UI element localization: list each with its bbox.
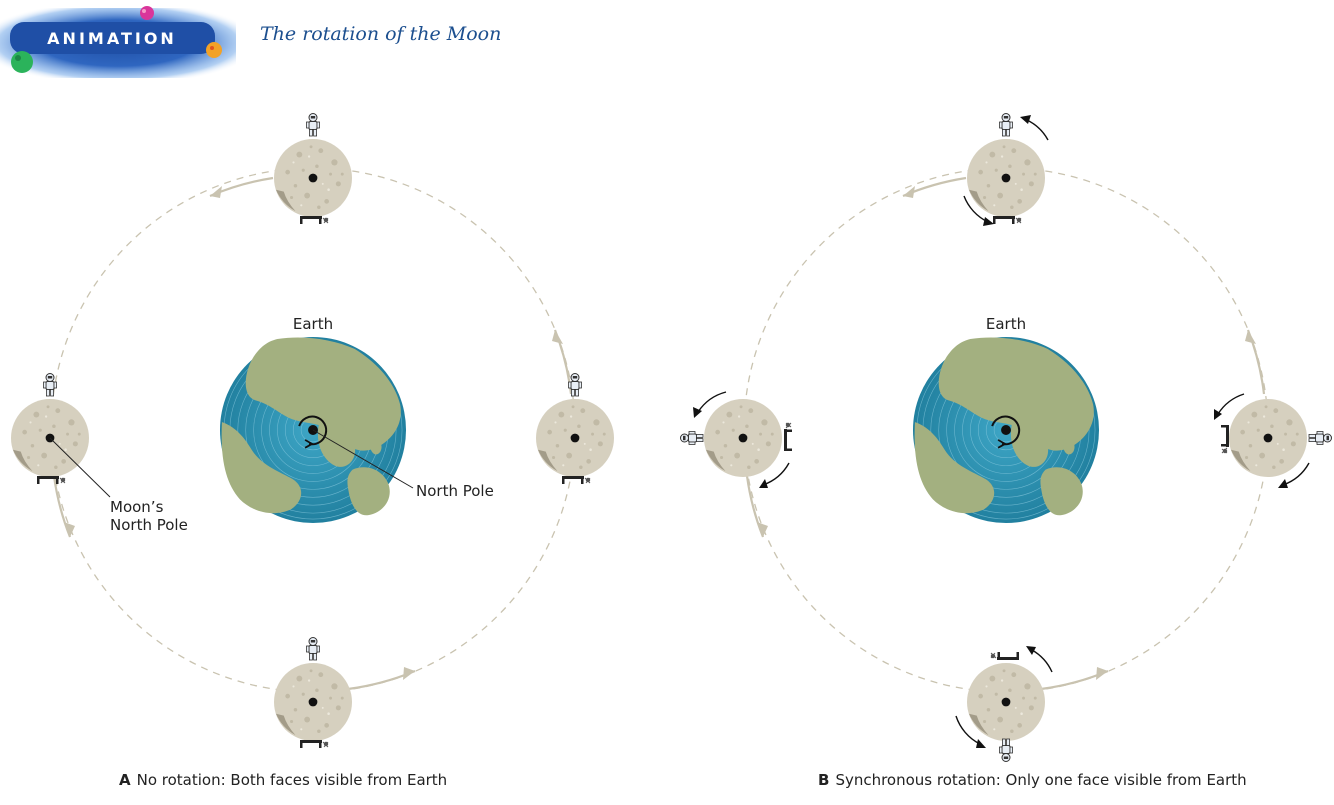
astronaut-icon bbox=[306, 113, 320, 137]
orbit-arrow-icon bbox=[64, 186, 563, 680]
earth-label-b: Earth bbox=[986, 315, 1026, 333]
moon-a-top bbox=[274, 113, 352, 225]
north-pole-label: North Pole bbox=[416, 482, 494, 500]
badge-text: ANIMATION bbox=[47, 29, 177, 48]
rover-icon bbox=[783, 422, 793, 452]
rover-icon bbox=[299, 739, 329, 749]
moon-a-right bbox=[536, 373, 614, 485]
moon-a-left bbox=[11, 373, 89, 485]
moon-pole-label-line1: Moon’s bbox=[110, 498, 164, 516]
panel-b: Earth bbox=[680, 113, 1332, 789]
moon-pole-leader bbox=[49, 437, 111, 498]
moon-b-bottom bbox=[955, 646, 1053, 762]
rover-icon bbox=[36, 475, 66, 485]
astronaut-icon bbox=[999, 113, 1013, 137]
moon-b-left bbox=[680, 391, 793, 488]
orange-planet-icon bbox=[206, 42, 222, 58]
moon-pole-label-line2: North Pole bbox=[110, 516, 188, 534]
rover-icon bbox=[990, 651, 1020, 661]
moon-b-top bbox=[963, 113, 1049, 226]
astronaut-icon bbox=[1308, 431, 1332, 445]
moon-a-bottom bbox=[274, 637, 352, 749]
page-title: The rotation of the Moon bbox=[260, 23, 502, 45]
animation-badge: ANIMATION bbox=[0, 6, 236, 78]
orbit-arrow-icon bbox=[757, 186, 1256, 680]
astronaut-icon bbox=[43, 373, 57, 397]
rover-icon bbox=[992, 215, 1022, 225]
earth-label-a: Earth bbox=[293, 315, 333, 333]
rover-icon bbox=[561, 475, 591, 485]
astronaut-icon bbox=[680, 431, 704, 445]
north-pole-leader bbox=[312, 429, 414, 489]
moon-b-right bbox=[1214, 393, 1332, 488]
astronaut-icon bbox=[306, 637, 320, 661]
rover-icon bbox=[1220, 424, 1230, 454]
earth-globe-b bbox=[912, 336, 1100, 524]
astronaut-icon bbox=[999, 738, 1013, 762]
rover-icon bbox=[299, 215, 329, 225]
